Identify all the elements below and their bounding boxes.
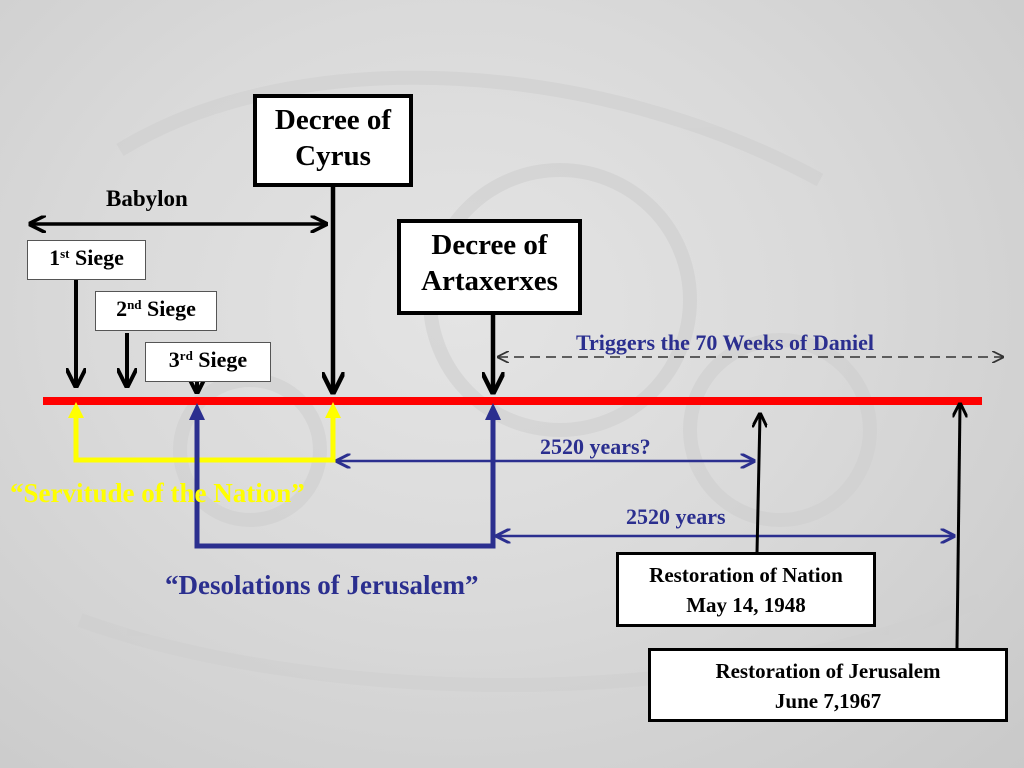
restoration-jerusalem-pointer — [957, 404, 960, 649]
artaxerxes-decree-box: Decree of Artaxerxes — [397, 219, 582, 315]
siege3-word: Siege — [198, 347, 248, 372]
servitude-bracket — [73, 412, 336, 463]
restoration-nation-pointer — [757, 414, 760, 554]
siege1-num: 1 — [49, 245, 61, 270]
restoration-nation-box: Restoration of Nation May 14, 1948 — [616, 552, 876, 627]
restoration-jerusalem-line1: Restoration of Jerusalem — [715, 659, 941, 683]
siege2-sup: nd — [127, 297, 142, 312]
background-ornament — [77, 70, 983, 692]
siege3-sup: rd — [179, 348, 193, 363]
artaxerxes-line1: Decree of — [431, 229, 548, 261]
siege1-word: Siege — [75, 245, 124, 270]
siege1-sup: st — [60, 246, 70, 261]
cyrus-decree-box: Decree of Cyrus — [253, 94, 413, 187]
restoration-jerusalem-box: Restoration of Jerusalem June 7,1967 — [648, 648, 1008, 722]
years-label: 2520 years — [626, 504, 726, 529]
restoration-nation-line2: May 14, 1948 — [686, 593, 806, 618]
triggers-label: Triggers the 70 Weeks of Daniel — [576, 330, 874, 355]
desolations-arrowhead-right — [485, 403, 501, 420]
servitude-arrowhead-left — [68, 402, 84, 418]
siege3-box: 3rd Siege — [145, 342, 271, 382]
servitude-arrowhead-right — [325, 402, 341, 418]
siege2-box: 2nd Siege — [95, 291, 217, 331]
restoration-nation-line1: Restoration of Nation — [649, 563, 843, 587]
siege3-num: 3 — [168, 347, 180, 372]
artaxerxes-line2: Artaxerxes — [421, 265, 558, 298]
cyrus-line1: Decree of — [274, 104, 392, 136]
desolations-label: “Desolations of Jerusalem” — [165, 570, 479, 600]
babylon-label: Babylon — [106, 186, 188, 211]
years-question-label: 2520 years? — [540, 434, 651, 459]
cyrus-line2: Cyrus — [295, 140, 371, 173]
desolations-bracket — [194, 416, 496, 549]
desolations-arrowhead-left — [189, 403, 205, 420]
restoration-jerusalem-line2: June 7,1967 — [774, 689, 882, 714]
siege2-word: Siege — [147, 296, 196, 321]
siege2-num: 2 — [116, 296, 128, 321]
siege1-box: 1st Siege — [27, 240, 146, 280]
servitude-label: “Servitude of the Nation” — [10, 478, 305, 508]
